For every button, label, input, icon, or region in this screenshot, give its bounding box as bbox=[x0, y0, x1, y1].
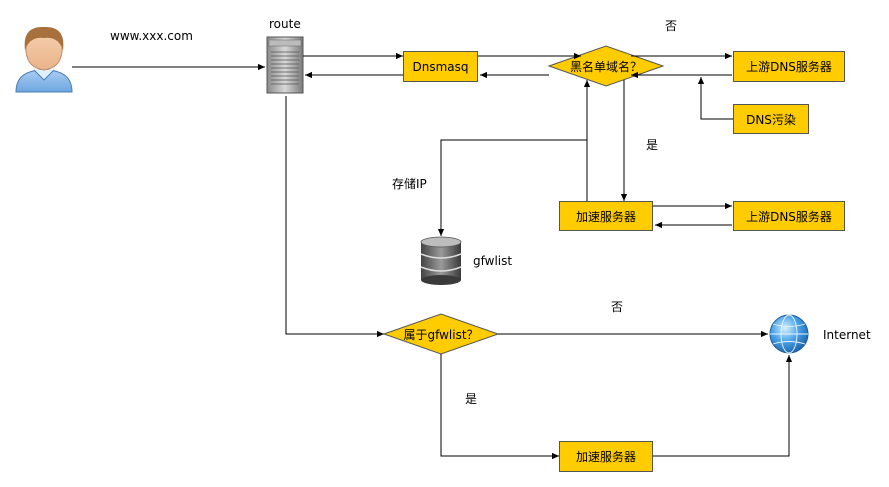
store-ip-label: 存储IP bbox=[392, 177, 427, 191]
database-icon bbox=[420, 236, 462, 285]
globe-icon bbox=[769, 314, 809, 354]
upstream-dns-box-top: 上游DNS服务器 bbox=[733, 51, 845, 82]
url-label: www.xxx.com bbox=[110, 29, 193, 43]
yes-label-middle: 是 bbox=[646, 138, 659, 152]
accel-server-box-bottom: 加速服务器 bbox=[559, 441, 653, 472]
dnsmasq-box: Dnsmasq bbox=[403, 51, 478, 82]
connectors bbox=[72, 52, 793, 460]
dns-pollution-box: DNS污染 bbox=[733, 104, 809, 134]
internet-label: Internet bbox=[823, 328, 871, 342]
user-icon bbox=[15, 26, 73, 93]
upstream-dns-box-bottom: 上游DNS服务器 bbox=[733, 201, 845, 231]
route-label: route bbox=[269, 17, 301, 31]
gfwlist-label: gfwlist bbox=[473, 254, 513, 268]
server-icon bbox=[266, 36, 304, 94]
no-label-bottom: 否 bbox=[611, 300, 624, 314]
accel-server-box-top: 加速服务器 bbox=[559, 201, 653, 231]
gfwlist-decision-label: 属于gfwlist？ bbox=[403, 327, 479, 342]
yes-label-bottom: 是 bbox=[465, 392, 478, 406]
blacklist-decision-label: 黑名单域名？ bbox=[569, 59, 642, 74]
no-label-top: 否 bbox=[665, 19, 678, 33]
